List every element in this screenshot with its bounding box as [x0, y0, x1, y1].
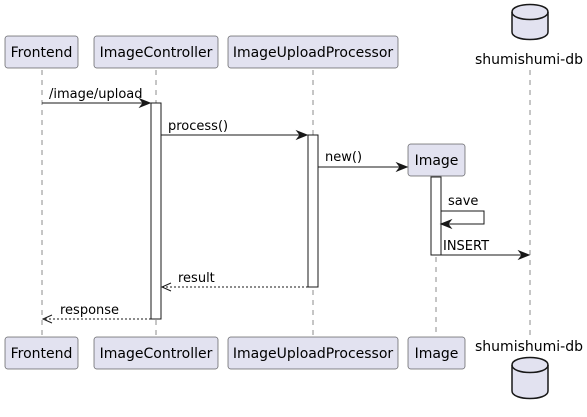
message-result: result	[160, 271, 308, 292]
database-icon	[511, 356, 549, 400]
participant-image-bottom: Image	[407, 336, 466, 370]
participant-label: Frontend	[11, 45, 73, 61]
participant-frontend-top: Frontend	[4, 35, 79, 69]
message-upload: /image/upload	[42, 87, 152, 109]
participant-image-created: Image	[407, 143, 466, 177]
message-label: new()	[325, 150, 362, 165]
message-label: result	[178, 271, 215, 286]
message-label: response	[60, 303, 119, 318]
participant-label: ImageController	[100, 45, 213, 61]
participant-label: ImageUploadProcessor	[233, 346, 394, 362]
message-label: save	[448, 194, 478, 209]
participant-label: shumishumi-db	[475, 52, 583, 68]
participant-label: Image	[415, 346, 459, 362]
message-save: save	[439, 194, 485, 230]
participant-label: ImageController	[100, 346, 213, 362]
message-label: INSERT	[443, 239, 489, 254]
participant-database-bottom: shumishumi-db	[475, 339, 583, 400]
participant-image-controller-top: ImageController	[93, 35, 219, 69]
image-activation	[430, 176, 442, 256]
message-insert: INSERT	[436, 239, 531, 261]
message-label: /image/upload	[49, 87, 143, 102]
message-process: process()	[161, 119, 309, 141]
participant-image-upload-processor-top: ImageUploadProcessor	[227, 35, 399, 69]
participant-database-top: shumishumi-db	[475, 3, 583, 68]
participant-label: Image	[415, 153, 459, 169]
database-icon	[511, 3, 549, 41]
participant-image-controller-bottom: ImageController	[93, 336, 219, 370]
participant-label: ImageUploadProcessor	[233, 45, 394, 61]
participant-label: shumishumi-db	[475, 339, 583, 355]
participant-frontend-bottom: Frontend	[4, 336, 79, 370]
message-response: response	[41, 303, 151, 324]
message-new: new()	[318, 150, 409, 173]
message-label: process()	[168, 119, 228, 134]
image-upload-processor-activation	[307, 134, 319, 288]
image-controller-activation	[150, 102, 162, 320]
participant-image-upload-processor-bottom: ImageUploadProcessor	[227, 336, 399, 370]
participant-label: Frontend	[11, 346, 73, 362]
